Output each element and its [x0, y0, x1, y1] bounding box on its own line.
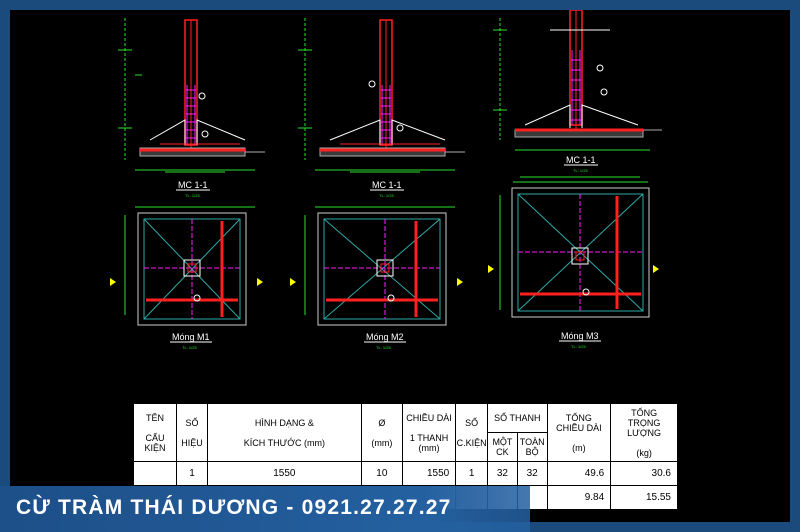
plan-m1-scale: TL: 1/25 [182, 345, 197, 350]
header-phi: Ø(mm) [360, 403, 403, 462]
section-3-title: MC 1-1 [566, 155, 596, 165]
plan-m1: Móng M1 TL: 1/25 [110, 206, 263, 350]
header-so-thanh: SỐ THANH [487, 403, 548, 433]
section-3-scale: TL: 1/25 [573, 168, 588, 173]
plan-m3-title: Móng M3 [561, 331, 599, 341]
section-3: MC 1-1 TL: 1/25 [493, 10, 662, 178]
section-1-title: MC 1-1 [178, 180, 208, 190]
brand-banner-text: CỪ TRÀM THÁI DƯƠNG - 0921.27.27.27 [16, 496, 452, 519]
brand-banner [0, 486, 530, 532]
section-2: MC 1-1 TL: 1/25 [298, 18, 465, 198]
cell-weight: 30.6 [610, 461, 678, 486]
cell-tong-len: 9.84 [546, 485, 612, 510]
header-hinh-dang: HÌNH DẠNG &KÍCH THƯỚC (mm) [206, 403, 362, 462]
cell-mot: 32 [487, 461, 518, 486]
cell-ck: 1 [455, 461, 489, 486]
cell-phi: 10 [360, 461, 403, 486]
cell-shape: 1550 [206, 461, 362, 486]
plan-m2-scale: TL: 1/25 [376, 345, 391, 350]
cell-len: 1550 [401, 461, 457, 486]
cell-weight: 15.55 [610, 485, 678, 510]
plan-m2-title: Móng M2 [366, 332, 404, 342]
cad-drawing: MC 1-1 TL: 1/25 [110, 10, 662, 350]
cell-tong-len: 49.6 [546, 461, 612, 486]
cell-hieu: 1 [176, 461, 208, 486]
plan-m2: Móng M2 TL: 1/25 [290, 206, 463, 350]
cad-canvas: MC 1-1 TL: 1/25 [10, 10, 790, 522]
section-1-scale: TL: 1/25 [185, 193, 200, 198]
section-2-scale: TL: 1/25 [379, 193, 394, 198]
plan-m1-title: Móng M1 [172, 332, 210, 342]
cell-toan: 32 [516, 461, 548, 486]
plan-m3-scale: TL: 1/25 [571, 344, 586, 349]
table-row: 1 1550 10 1550 1 32 32 49.6 30.6 [132, 461, 678, 486]
plan-m3: Móng M3 TL: 1/25 [488, 181, 659, 349]
section-1: MC 1-1 TL: 1/25 [118, 18, 265, 198]
section-2-title: MC 1-1 [372, 180, 402, 190]
